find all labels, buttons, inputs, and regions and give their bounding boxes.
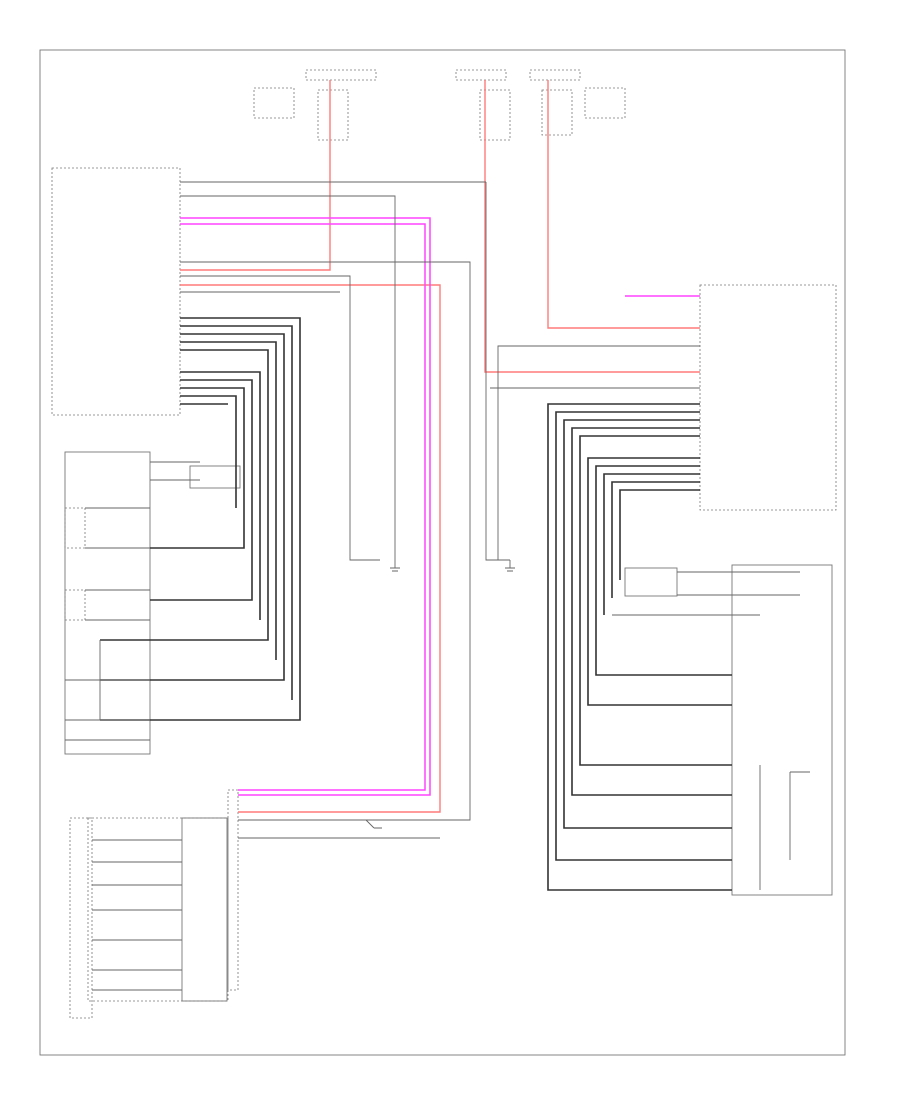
passenger-seat-switch-assembly	[624, 564, 833, 896]
passenger-seat-module	[699, 284, 837, 511]
lumbar-module	[227, 789, 239, 991]
driver-seat-switch-assembly	[64, 451, 241, 755]
driver-side-wires	[65, 181, 486, 821]
center-ground-harness	[485, 182, 700, 561]
fuse-box-right	[529, 69, 626, 136]
fuse-box-center	[455, 69, 511, 141]
ground-symbols	[365, 560, 515, 829]
data-bus-wires	[180, 217, 700, 796]
diagram-frame	[39, 49, 846, 1056]
power-wires	[180, 80, 700, 813]
passenger-side-wires	[547, 403, 810, 891]
fuse-box-left	[253, 69, 377, 141]
memory-switch-wires	[92, 837, 440, 991]
memory-switch-assembly	[69, 817, 229, 1019]
driver-seat-module	[51, 167, 181, 416]
